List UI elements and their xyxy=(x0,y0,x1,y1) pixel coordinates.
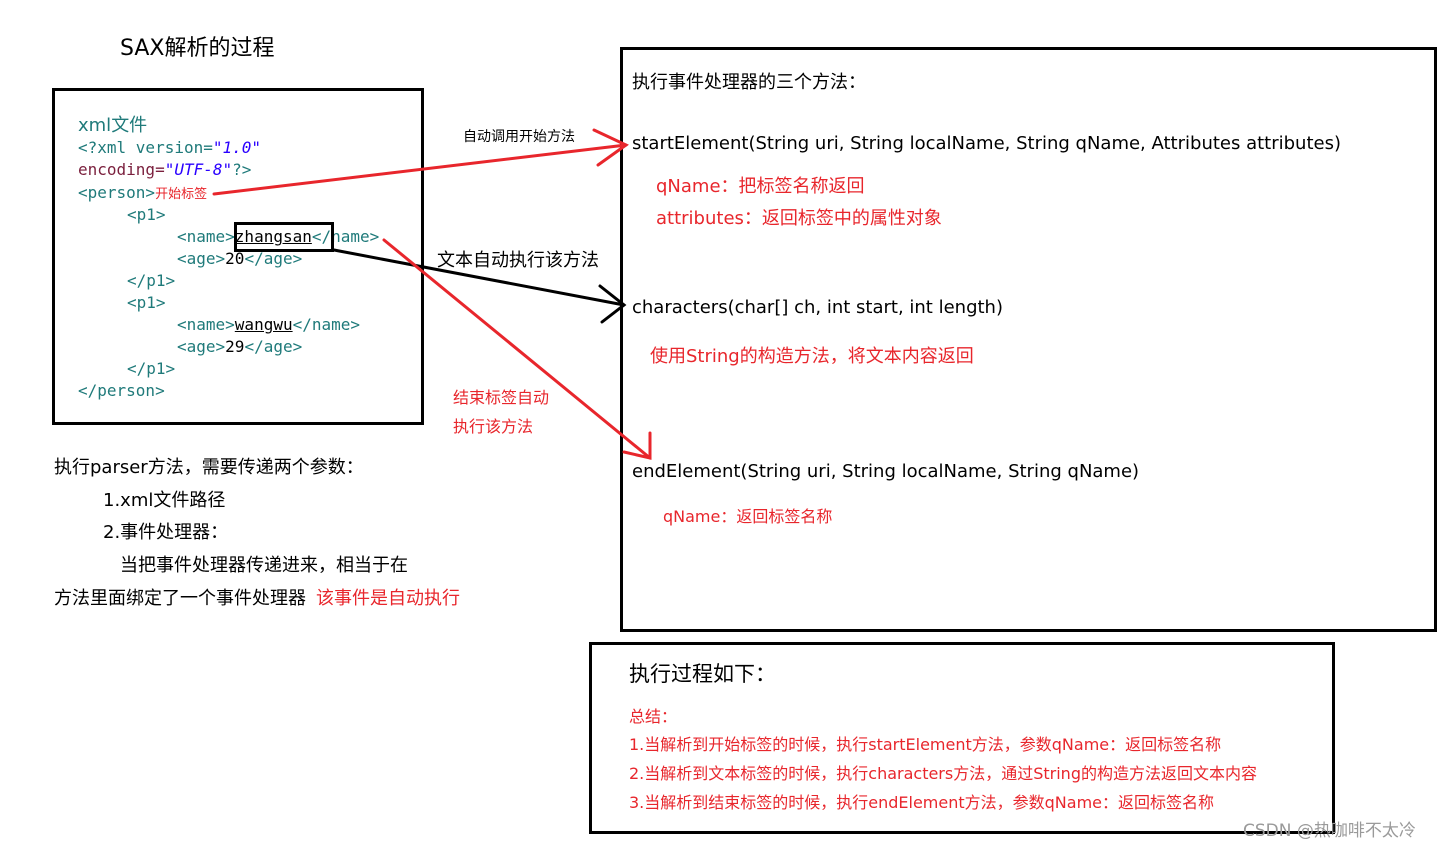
auto-exec-note: 该事件是自动执行 xyxy=(316,588,460,609)
xml-declaration-line: <?xml version="1.0" xyxy=(78,138,262,157)
characters-signature: characters(char[] ch, int start, int len… xyxy=(632,297,1003,318)
xml-name-line-2: <name>wangwu</name> xyxy=(177,315,361,334)
zhangsan-highlight-box xyxy=(234,222,334,252)
handler-heading: 执行事件处理器的三个方法： xyxy=(632,72,866,93)
xml-person-open-line: <person>开始标签 xyxy=(78,183,208,202)
arrow-label-end-2: 执行该方法 xyxy=(453,417,534,436)
process-item-1: 1.当解析到开始标签的时候，执行startElement方法，参数qName：返… xyxy=(629,735,1222,754)
xml-p1-close-2: </p1> xyxy=(127,359,176,378)
start-element-note-qname: qName：把标签名称返回 xyxy=(656,176,865,197)
xml-age-line-2: <age>29</age> xyxy=(177,337,303,356)
xml-person-close: </person> xyxy=(78,381,165,400)
xml-p1-close-1: </p1> xyxy=(127,271,176,290)
process-summary-label: 总结： xyxy=(629,707,678,726)
characters-note: 使用String的构造方法，将文本内容返回 xyxy=(650,346,974,367)
xml-encoding-line: encoding="UTF-8"?> xyxy=(78,160,252,179)
arrow-label-end-1: 结束标签自动 xyxy=(453,388,550,407)
page-title: SAX解析的过程 xyxy=(120,36,275,61)
start-element-signature: startElement(String uri, String localNam… xyxy=(632,133,1341,154)
end-element-note: qName：返回标签名称 xyxy=(663,507,833,526)
process-item-2: 2.当解析到文本标签的时候，执行characters方法，通过String的构造… xyxy=(629,764,1257,783)
process-summary-box xyxy=(589,642,1335,834)
xml-file-label: xml文件 xyxy=(78,115,148,136)
name-value-zhangsan: zhangsan xyxy=(234,227,312,246)
start-element-note-attributes: attributes：返回标签中的属性对象 xyxy=(656,208,942,229)
xml-p1-open-1: <p1> xyxy=(127,205,166,224)
start-tag-note: 开始标签 xyxy=(155,187,208,202)
csdn-watermark: CSDN @热咖啡不太冷 xyxy=(1243,821,1416,841)
arrow-label-text: 文本自动执行该方法 xyxy=(437,250,599,271)
end-element-signature: endElement(String uri, String localName,… xyxy=(632,461,1140,482)
parser-note-4: 当把事件处理器传递进来，相当于在 xyxy=(120,555,408,576)
arrow-label-start: 自动调用开始方法 xyxy=(463,129,575,145)
xml-p1-open-2: <p1> xyxy=(127,293,166,312)
parser-note-3: 2.事件处理器： xyxy=(103,522,229,543)
xml-name-line-1: <name>zhangsan</name> xyxy=(177,227,380,246)
xml-age-line-1: <age>20</age> xyxy=(177,249,303,268)
parser-note-5: 方法里面绑定了一个事件处理器该事件是自动执行 xyxy=(54,588,460,609)
process-heading: 执行过程如下： xyxy=(629,662,776,686)
parser-note-1: 执行parser方法，需要传递两个参数： xyxy=(54,457,364,478)
process-item-3: 3.当解析到结束标签的时候，执行endElement方法，参数qName：返回标… xyxy=(629,793,1215,812)
parser-note-2: 1.xml文件路径 xyxy=(103,490,226,511)
